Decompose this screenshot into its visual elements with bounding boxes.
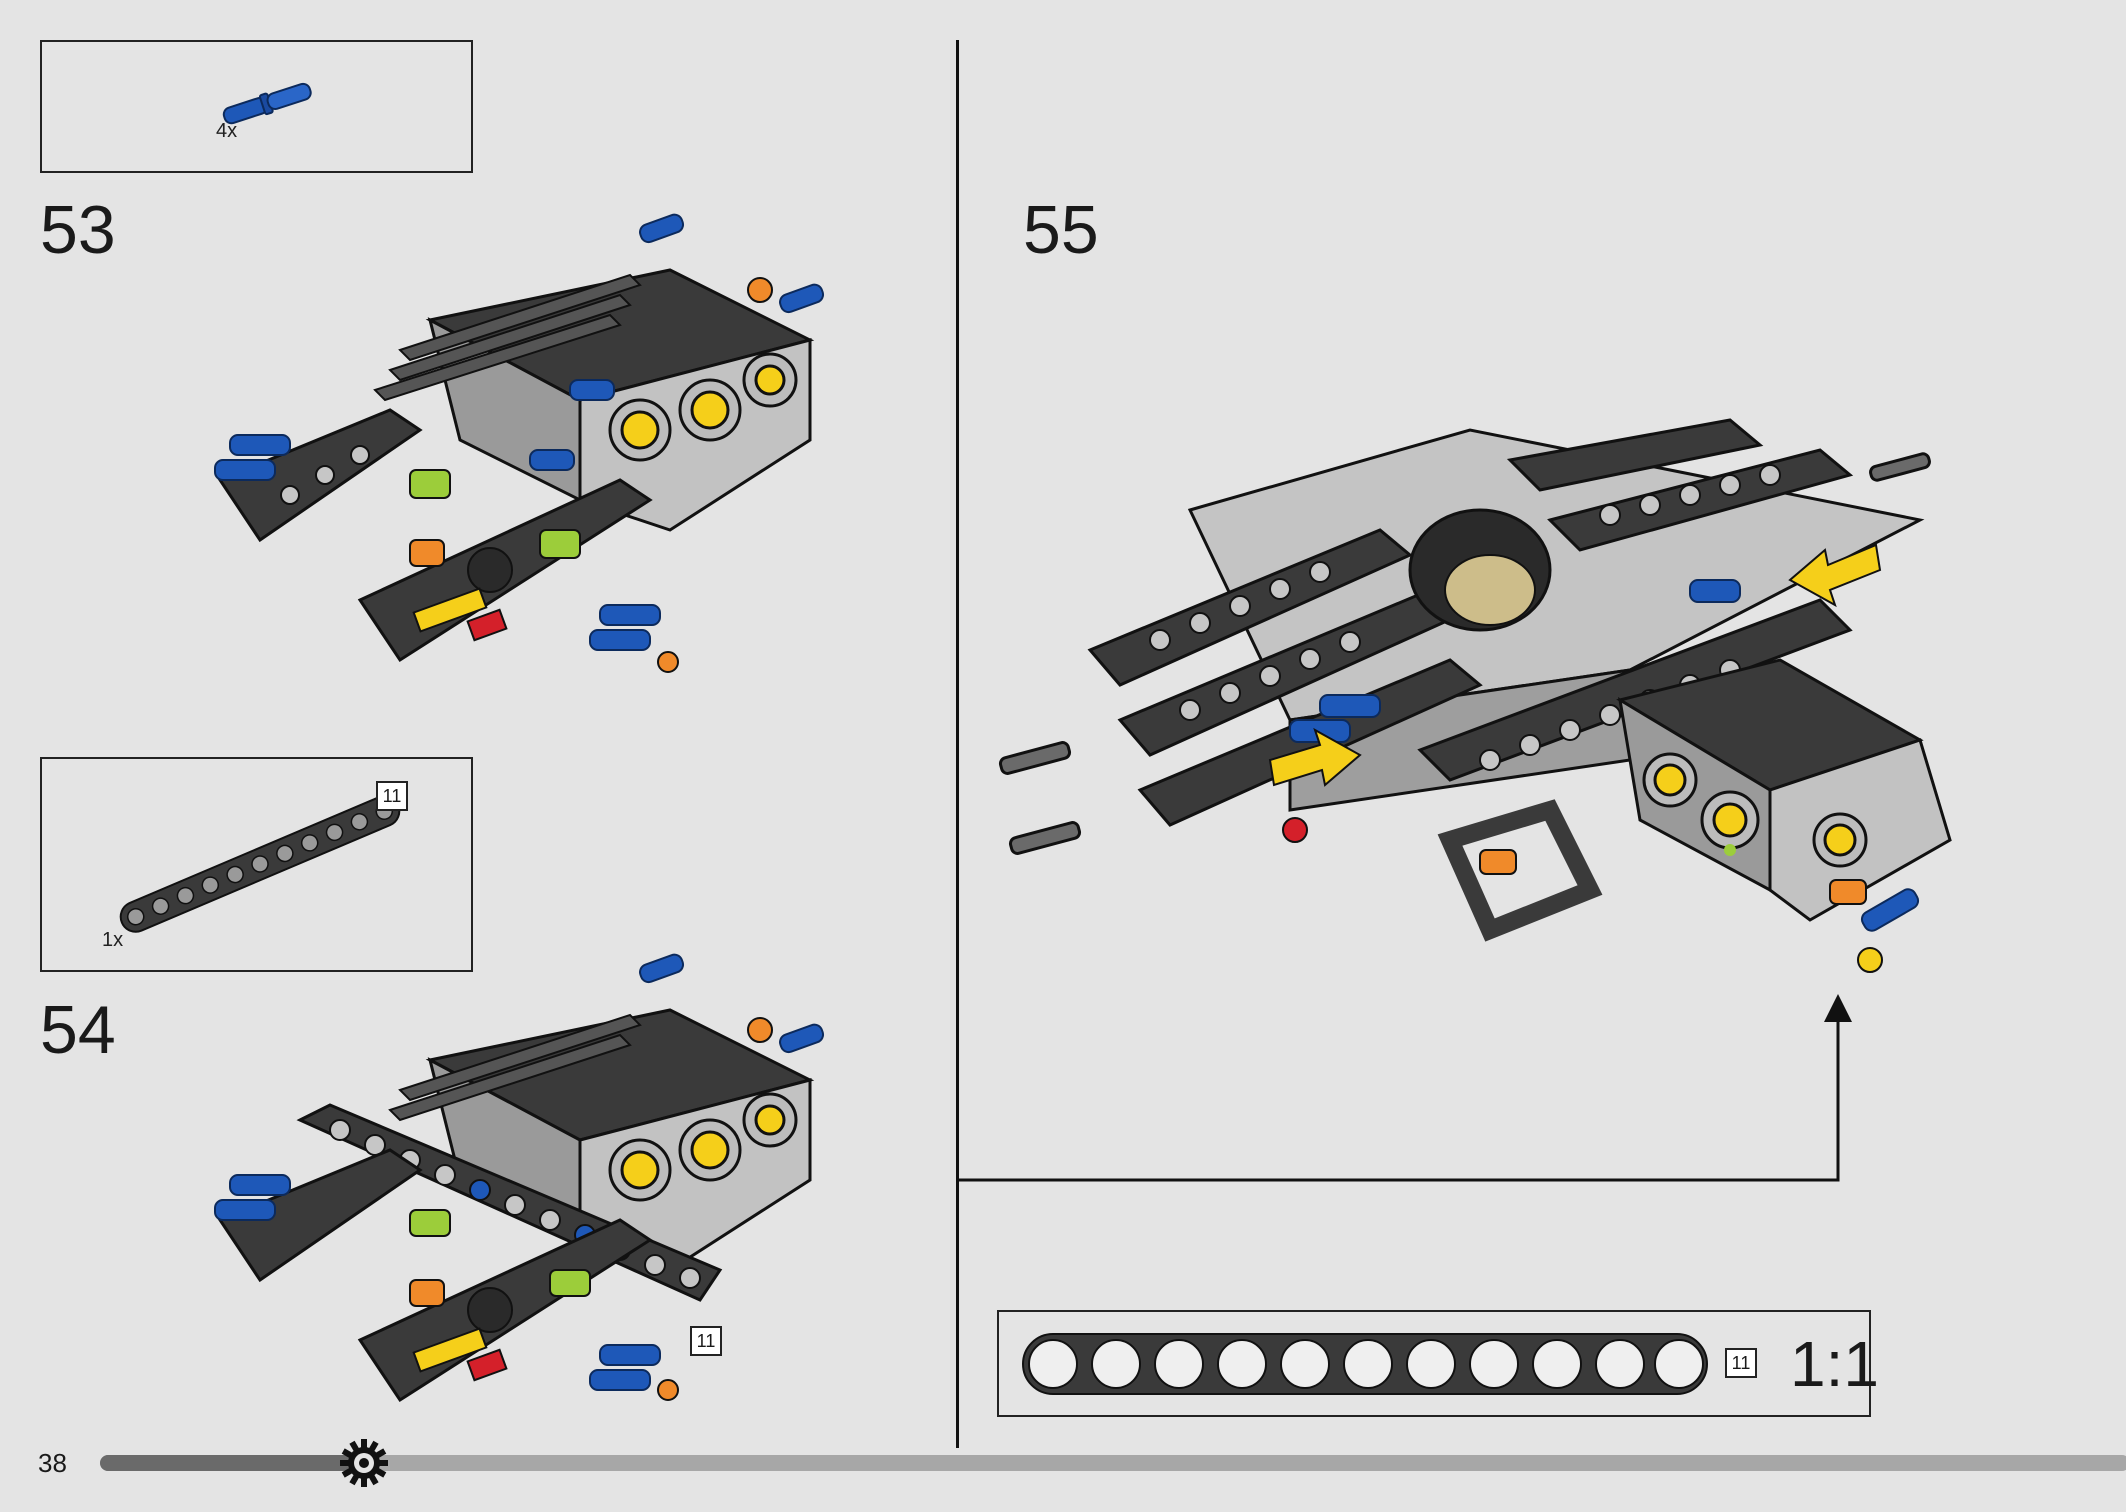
parts-callout-53: 4x bbox=[40, 40, 473, 173]
page-number: 38 bbox=[38, 1448, 67, 1478]
page-divider bbox=[956, 40, 959, 1448]
engine-assembly-step-53 bbox=[214, 213, 825, 673]
chassis-assembly-step-55 bbox=[998, 418, 1952, 973]
beam-length-label: 11 bbox=[690, 1326, 722, 1356]
part-quantity: 1x bbox=[102, 929, 124, 951]
step-number-55: 55 bbox=[1023, 192, 1099, 268]
parts-callout-54: 11 1x bbox=[40, 757, 473, 972]
attachment-arrow bbox=[956, 994, 1852, 1182]
progress-fill bbox=[100, 1455, 364, 1471]
scale-reference-box: 11 1:1 bbox=[997, 1310, 1879, 1417]
engine-assembly-step-54 bbox=[214, 953, 825, 1403]
beam-length-label: 11 bbox=[1725, 1348, 1757, 1378]
beam-11-icon bbox=[119, 795, 401, 933]
progress-track bbox=[100, 1455, 2126, 1471]
blue-pin-icon bbox=[222, 82, 312, 125]
beam-11-scale-icon bbox=[1022, 1333, 1708, 1395]
beam-length-label: 11 bbox=[376, 781, 408, 811]
step-number-53: 53 bbox=[40, 192, 116, 268]
gear-icon bbox=[339, 1439, 388, 1487]
scale-ratio: 1:1 bbox=[1790, 1328, 1879, 1400]
step-number-54: 54 bbox=[40, 992, 116, 1068]
part-quantity: 4x bbox=[216, 120, 238, 142]
